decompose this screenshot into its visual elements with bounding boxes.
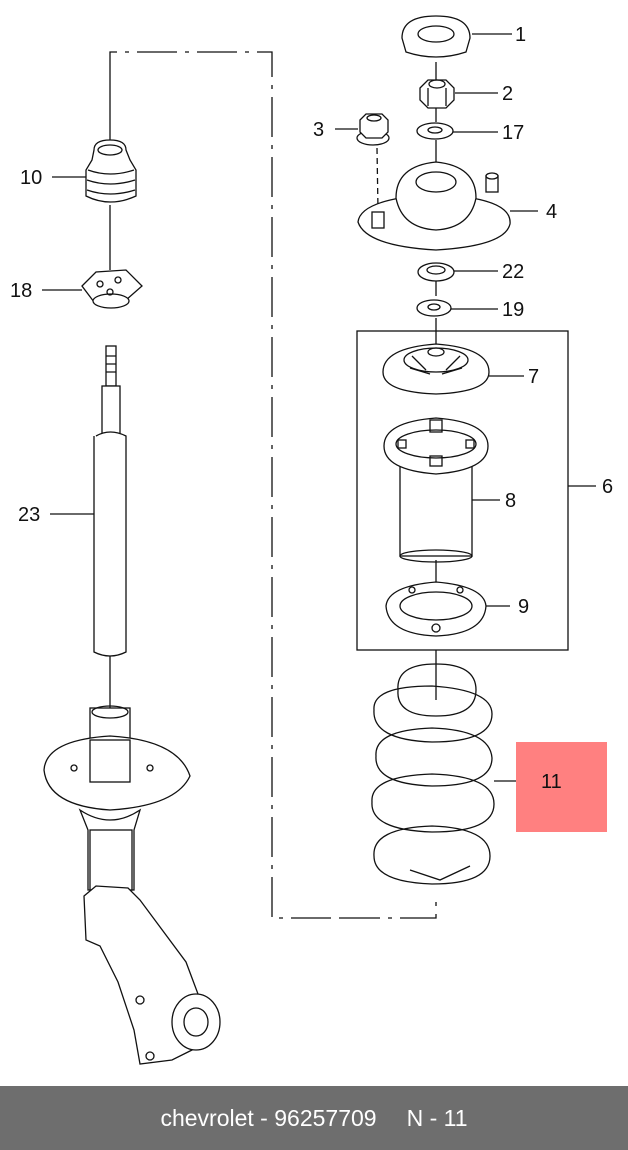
callout-2: 2	[502, 83, 513, 105]
flange-nut-part	[356, 113, 390, 146]
washer-19-part	[416, 299, 452, 317]
top-nut-part	[419, 79, 455, 109]
callout-labels: 1 2 3 17 4 22 19 7 6 8 9 10 18 23 11	[10, 24, 613, 793]
callout-19: 19	[502, 299, 524, 321]
right-axis	[376, 62, 437, 700]
exploded-strut-drawing: 1 2 3 17 4 22 19 7 6 8 9 10 18 23 11	[10, 15, 613, 1065]
top-cap-part	[401, 15, 471, 58]
footer-bar: chevrolet - 96257709 N - 11	[0, 1086, 628, 1150]
callout-9: 9	[518, 596, 529, 618]
callout-6: 6	[602, 476, 613, 498]
callout-4: 4	[546, 201, 557, 223]
washer-17-part	[416, 122, 454, 140]
bump-stop-part	[85, 139, 137, 203]
strut-mount-part	[357, 161, 511, 251]
callout-10: 10	[20, 167, 42, 189]
callout-22: 22	[502, 261, 524, 283]
bracket-18-part	[81, 269, 143, 309]
footer-brand-part: chevrolet - 96257709	[160, 1104, 377, 1131]
coil-spring-part	[371, 663, 495, 885]
shock-absorber-part	[93, 345, 127, 657]
callout-3: 3	[313, 119, 324, 141]
highlight-box	[516, 742, 607, 832]
spring-seat-part	[382, 343, 490, 395]
callout-1: 1	[515, 24, 526, 46]
callout-18: 18	[10, 280, 32, 302]
callout-23: 23	[18, 504, 40, 526]
assembly-guide-line	[109, 51, 437, 919]
dust-boot-part	[383, 417, 489, 563]
callout-17: 17	[502, 122, 524, 144]
callout-7: 7	[528, 366, 539, 388]
strut-knuckle-part	[43, 705, 221, 1065]
bushing-22-part	[417, 262, 455, 282]
spring-pad-part	[385, 581, 487, 637]
footer-code: N - 11	[406, 1104, 468, 1131]
callout-11: 11	[541, 771, 562, 793]
callout-8: 8	[505, 490, 516, 512]
kit-6-box	[356, 330, 569, 651]
